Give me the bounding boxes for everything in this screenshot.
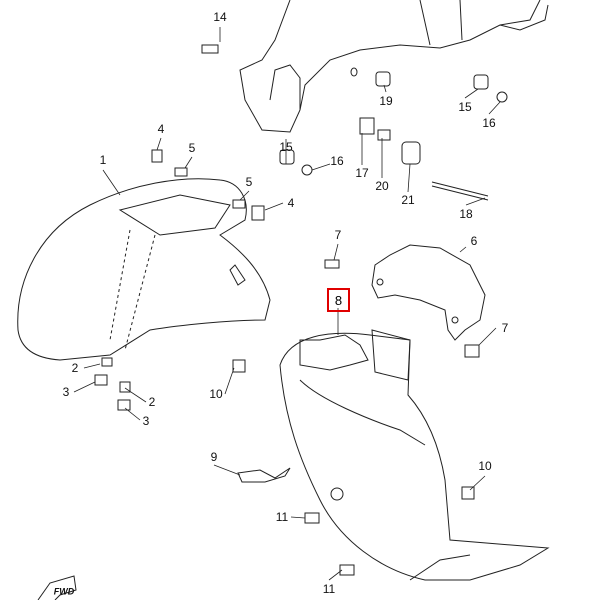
callout-3: 3	[142, 414, 150, 428]
callout-1: 1	[99, 153, 107, 167]
callout-10: 10	[478, 459, 492, 473]
callout-15: 15	[279, 140, 293, 154]
callout-5: 5	[245, 175, 253, 189]
callout-7: 7	[501, 321, 509, 335]
callout-6: 6	[470, 234, 478, 248]
callout-4: 4	[287, 196, 295, 210]
callout-2: 2	[71, 361, 79, 375]
callout-10: 10	[209, 387, 223, 401]
callout-15: 15	[458, 100, 472, 114]
callout-20: 20	[375, 179, 389, 193]
callout-16: 16	[330, 154, 344, 168]
front-fender-part	[17, 178, 271, 361]
callout-16: 16	[482, 116, 496, 130]
callout-14: 14	[213, 10, 227, 24]
rear-fender-part	[239, 0, 549, 133]
callout-9: 9	[210, 450, 218, 464]
inner-panel-part	[279, 329, 550, 581]
callout-7: 7	[334, 228, 342, 242]
hardware-parts	[94, 44, 508, 576]
callout-4: 4	[157, 122, 165, 136]
callout-19: 19	[379, 94, 393, 108]
fwd-label: FWD	[53, 586, 75, 597]
callout-17: 17	[355, 166, 369, 180]
callout-11: 11	[275, 510, 289, 524]
callout-18: 18	[459, 207, 473, 221]
callout-21: 21	[401, 193, 415, 207]
callout-2: 2	[148, 395, 156, 409]
callout-8-highlighted[interactable]: 8	[327, 288, 350, 312]
callout-5: 5	[188, 141, 196, 155]
bracket-part	[371, 244, 486, 341]
callout-11: 11	[322, 582, 336, 596]
fwd-arrow-icon	[37, 575, 77, 600]
leader-lines	[73, 27, 501, 581]
callout-3: 3	[62, 385, 70, 399]
